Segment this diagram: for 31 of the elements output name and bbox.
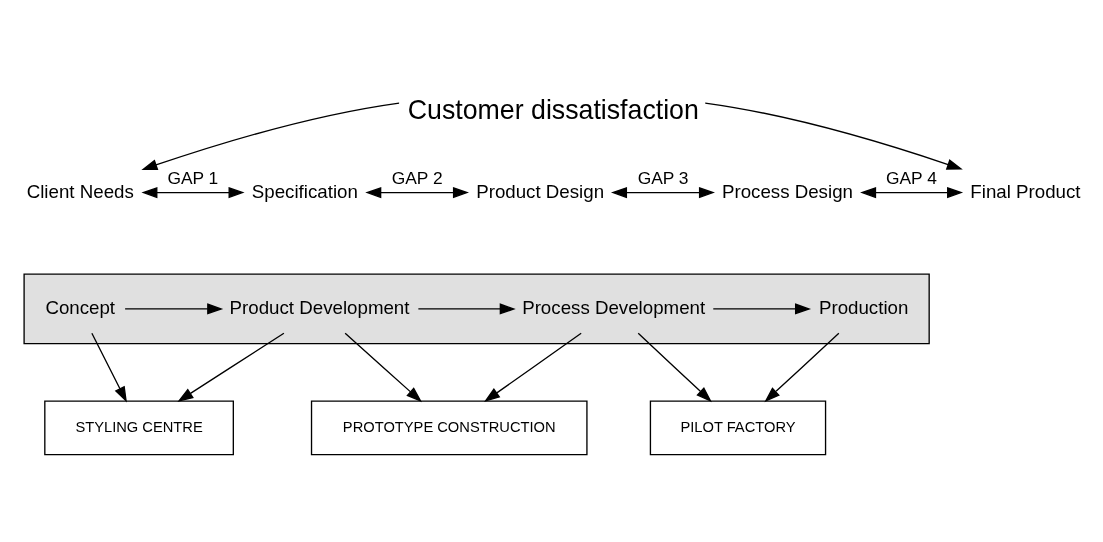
- arrow: [860, 186, 964, 198]
- arrow: [91, 332, 127, 403]
- cluster: [23, 273, 930, 344]
- arrow: [124, 302, 224, 315]
- arrow: [365, 186, 469, 198]
- node-text: Product Design: [476, 180, 605, 202]
- arrow: [417, 302, 516, 315]
- arrow: [611, 186, 715, 198]
- node-text: Product Development: [229, 296, 410, 318]
- node-box: STYLING CENTRE: [44, 400, 234, 455]
- edge-label: GAP 2: [391, 167, 443, 188]
- arrow: [764, 332, 840, 402]
- edge-label: Customer dissatisfaction: [407, 94, 699, 125]
- node-text: Process Design: [721, 180, 853, 202]
- arrow: [344, 332, 422, 402]
- arrow: [141, 186, 245, 198]
- node-text: Client Needs: [26, 180, 134, 202]
- arrow: [712, 302, 812, 315]
- node-text: Process Development: [522, 296, 706, 318]
- node-text: Concept: [45, 296, 116, 318]
- node-text: Production: [818, 296, 909, 318]
- node-box: PILOT FACTORY: [649, 400, 827, 455]
- edge-label: GAP 3: [637, 167, 689, 188]
- arrow: [177, 332, 285, 402]
- edge-label: GAP 1: [167, 167, 219, 188]
- node-text: Specification: [251, 180, 358, 202]
- node-text: Final Product: [970, 180, 1081, 202]
- node-box: PROTOTYPE CONSTRUCTION: [310, 400, 588, 455]
- arrow: [637, 332, 712, 402]
- edge-label: GAP 4: [886, 167, 937, 188]
- arrow: [484, 332, 582, 402]
